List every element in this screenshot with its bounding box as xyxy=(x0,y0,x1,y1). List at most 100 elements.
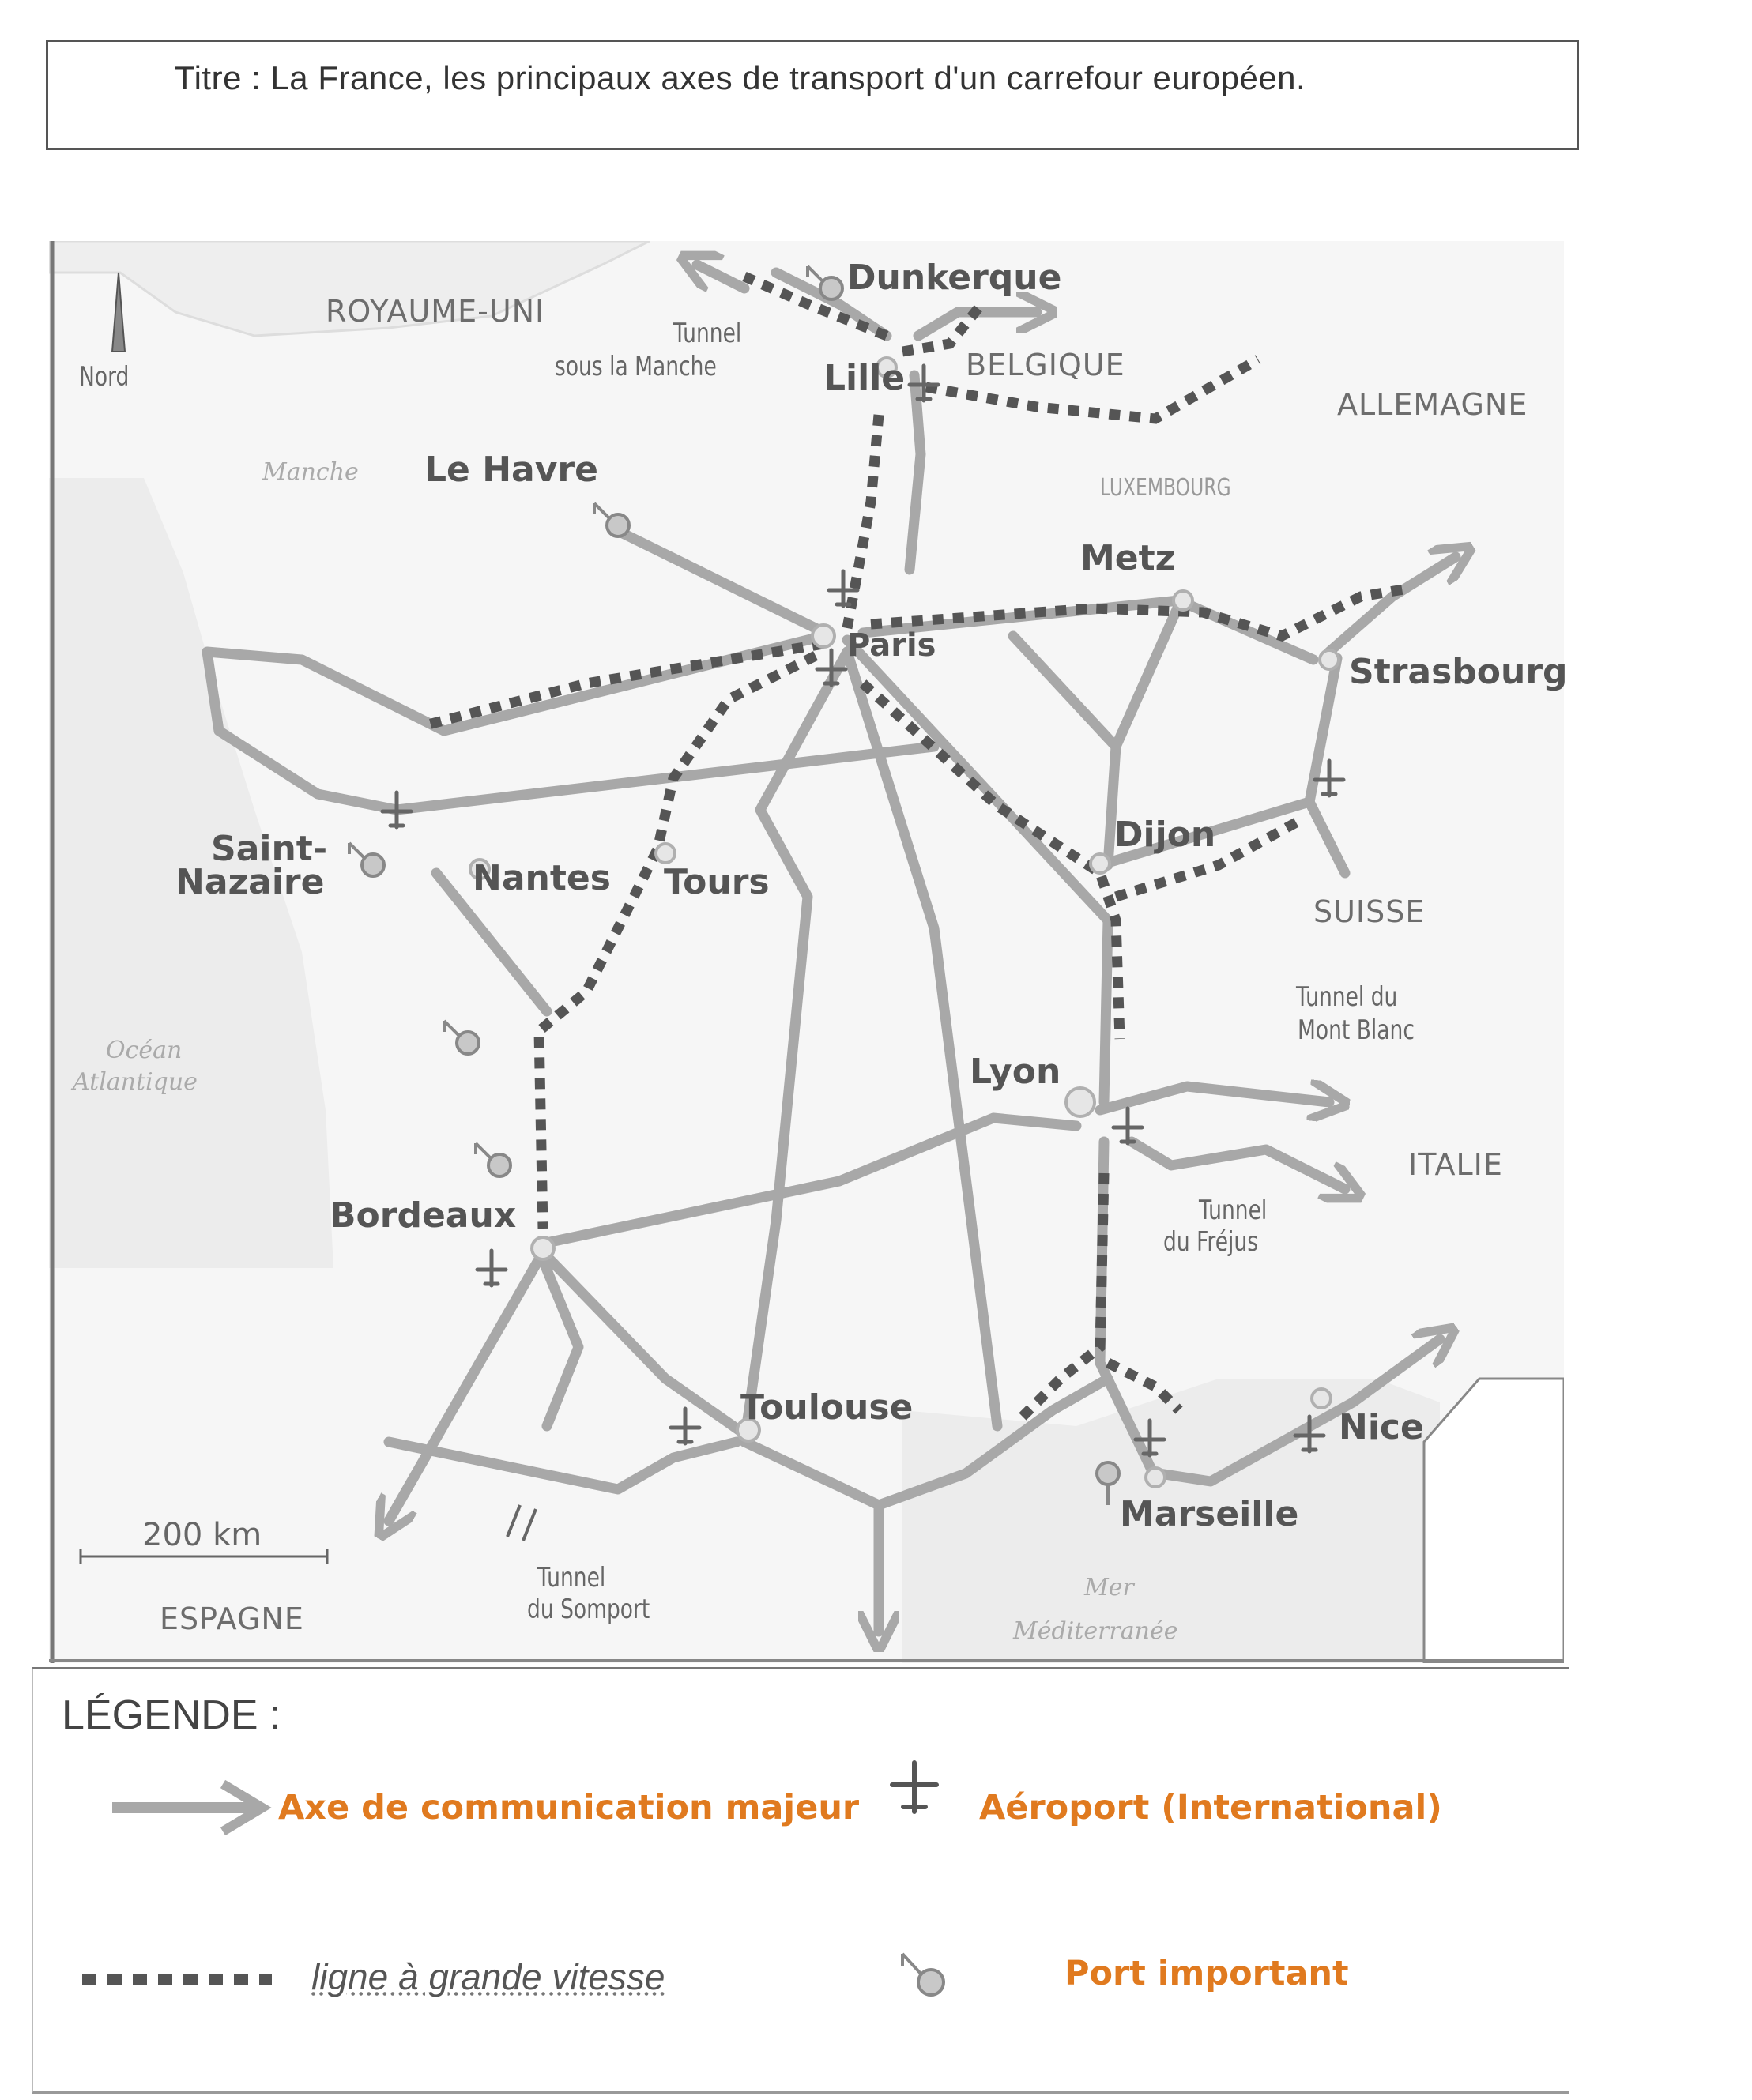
sea-ocean-line1: Océan xyxy=(106,1037,183,1064)
country-luxembourg: LUXEMBOURG xyxy=(1100,474,1231,502)
dot-paris xyxy=(811,623,836,649)
north-arrow-icon xyxy=(111,272,126,352)
port-icon xyxy=(443,1019,480,1056)
axe-metz-dijon xyxy=(1008,599,1185,871)
country-belgium: BELGIQUE xyxy=(966,348,1125,382)
tunnel-mont-blanc-line2: Mont Blanc xyxy=(1298,1014,1415,1046)
north-label: Nord xyxy=(79,361,130,393)
axe-nantes-strasbourg xyxy=(391,741,940,815)
axe-lille-dunkerque xyxy=(771,267,892,341)
axe-switz xyxy=(1304,796,1351,879)
legend-tgv-label: ligne à grande vitesse xyxy=(311,1956,665,1997)
city-bordeaux: Bordeaux xyxy=(330,1195,517,1236)
country-germany: ALLEMAGNE xyxy=(1337,387,1528,422)
port-icon xyxy=(348,841,386,878)
airport-icon xyxy=(669,1406,702,1446)
sea-mer-line1: Mer xyxy=(1084,1574,1134,1601)
legend-airport-icon xyxy=(890,1760,939,1814)
airport-icon xyxy=(380,790,413,830)
corsica-frame xyxy=(1422,1377,1564,1663)
axe-lyon-montblanc xyxy=(1095,1086,1329,1110)
tgv-lines xyxy=(427,272,1410,1422)
axe-marseille-nice xyxy=(1154,1339,1440,1487)
map: Nord ROYAUME-UNI Tunnel sous la Manche D… xyxy=(49,241,1568,1663)
city-strasbourg: Strasbourg xyxy=(1349,652,1568,692)
dot-strasbourg xyxy=(1318,649,1340,671)
tunnel-mont-blanc-line1: Tunnel du xyxy=(1296,981,1398,1013)
page-title: Titre : La France, les principaux axes d… xyxy=(175,59,1306,96)
axe-paris-tours-a xyxy=(739,646,853,1447)
legend-axe-symbol xyxy=(112,1779,272,1836)
airport-icon xyxy=(1111,1106,1144,1146)
tgv-lille-belgique xyxy=(901,300,986,357)
dot-tours xyxy=(654,842,676,864)
axe-paris-lille xyxy=(904,370,926,575)
uk-coast xyxy=(49,241,650,337)
axe-lille-belgique xyxy=(913,312,1037,341)
dot-marseille xyxy=(1144,1466,1166,1488)
legend-airport-label: Aéroport (International) xyxy=(979,1788,1442,1827)
axe-brittany xyxy=(202,630,829,815)
airport-icon xyxy=(815,648,848,687)
axe-paris-center xyxy=(842,646,1003,1432)
scale-label: 200 km xyxy=(142,1517,262,1553)
airport-icon xyxy=(907,363,940,403)
country-uk: ROYAUME-UNI xyxy=(326,294,545,329)
somport-tunnel-mark xyxy=(506,1504,537,1541)
city-dijon: Dijon xyxy=(1114,815,1216,855)
atlantic-sea xyxy=(49,478,333,1268)
legend: LÉGENDE : Axe de communication majeur Aé… xyxy=(32,1667,1569,2094)
city-tours: Tours xyxy=(664,862,770,902)
dot-toulouse xyxy=(736,1417,761,1443)
axe-bordeaux-somport xyxy=(383,1255,742,1495)
axe-bordeaux-toulouse xyxy=(537,1247,750,1440)
legend-axe-label: Axe de communication majeur xyxy=(278,1788,860,1827)
city-nantes: Nantes xyxy=(473,858,611,898)
major-axes xyxy=(202,265,1456,1631)
dot-metz xyxy=(1172,589,1194,612)
city-dots xyxy=(469,356,1340,1488)
city-le-havre: Le Havre xyxy=(424,450,598,490)
legend-title: LÉGENDE : xyxy=(62,1692,281,1738)
tgv-est xyxy=(870,583,1410,642)
tgv-lille-paris xyxy=(842,414,884,630)
legend-tgv-symbol xyxy=(82,1974,272,1985)
port-icon xyxy=(806,265,844,301)
airports xyxy=(380,363,1346,1458)
tunnel-manche-line1: Tunnel xyxy=(673,318,742,349)
city-metz: Metz xyxy=(1080,538,1176,578)
country-spain: ESPAGNE xyxy=(160,1601,304,1636)
tunnel-frejus-line1: Tunnel xyxy=(1199,1195,1268,1226)
dot-nice xyxy=(1310,1387,1332,1409)
city-paris: Paris xyxy=(847,627,936,664)
country-italy: ITALIE xyxy=(1408,1147,1503,1182)
axe-lehavre xyxy=(614,526,829,638)
legend-port-label: Port important xyxy=(1064,1954,1349,1993)
city-dunkerque: Dunkerque xyxy=(847,258,1062,298)
axe-tgv-east-arrow xyxy=(1324,557,1456,657)
tunnel-frejus-line2: du Fréjus xyxy=(1163,1226,1259,1258)
country-switzerland: SUISSE xyxy=(1313,894,1426,929)
city-lyon: Lyon xyxy=(970,1052,1061,1092)
tunnel-manche-line2: sous la Manche xyxy=(555,351,717,382)
dot-bordeaux xyxy=(530,1236,556,1261)
legend-port-icon xyxy=(901,1952,945,1997)
port-icon xyxy=(474,1142,512,1178)
dot-lyon xyxy=(1064,1086,1096,1118)
axe-lyon-frejus xyxy=(1126,1136,1345,1189)
title-box: Titre : La France, les principaux axes d… xyxy=(46,40,1579,150)
city-saint-nazaire-line1: Saint- xyxy=(211,829,328,869)
airport-icon xyxy=(1293,1414,1326,1454)
sea-mer-line2: Méditerranée xyxy=(1013,1617,1178,1645)
map-canvas xyxy=(49,241,1564,1663)
city-saint-nazaire-line2: Nazaire xyxy=(175,862,325,902)
airport-icon xyxy=(1133,1418,1166,1458)
port-icon xyxy=(593,502,631,538)
axe-uk-arrow xyxy=(697,265,750,294)
tunnel-somport-line2: du Somport xyxy=(527,1594,650,1625)
city-marseille: Marseille xyxy=(1120,1494,1299,1534)
airport-icon xyxy=(827,569,860,608)
dot-lille xyxy=(876,356,898,378)
ports xyxy=(348,265,1121,1505)
port-icon xyxy=(1095,1461,1121,1505)
